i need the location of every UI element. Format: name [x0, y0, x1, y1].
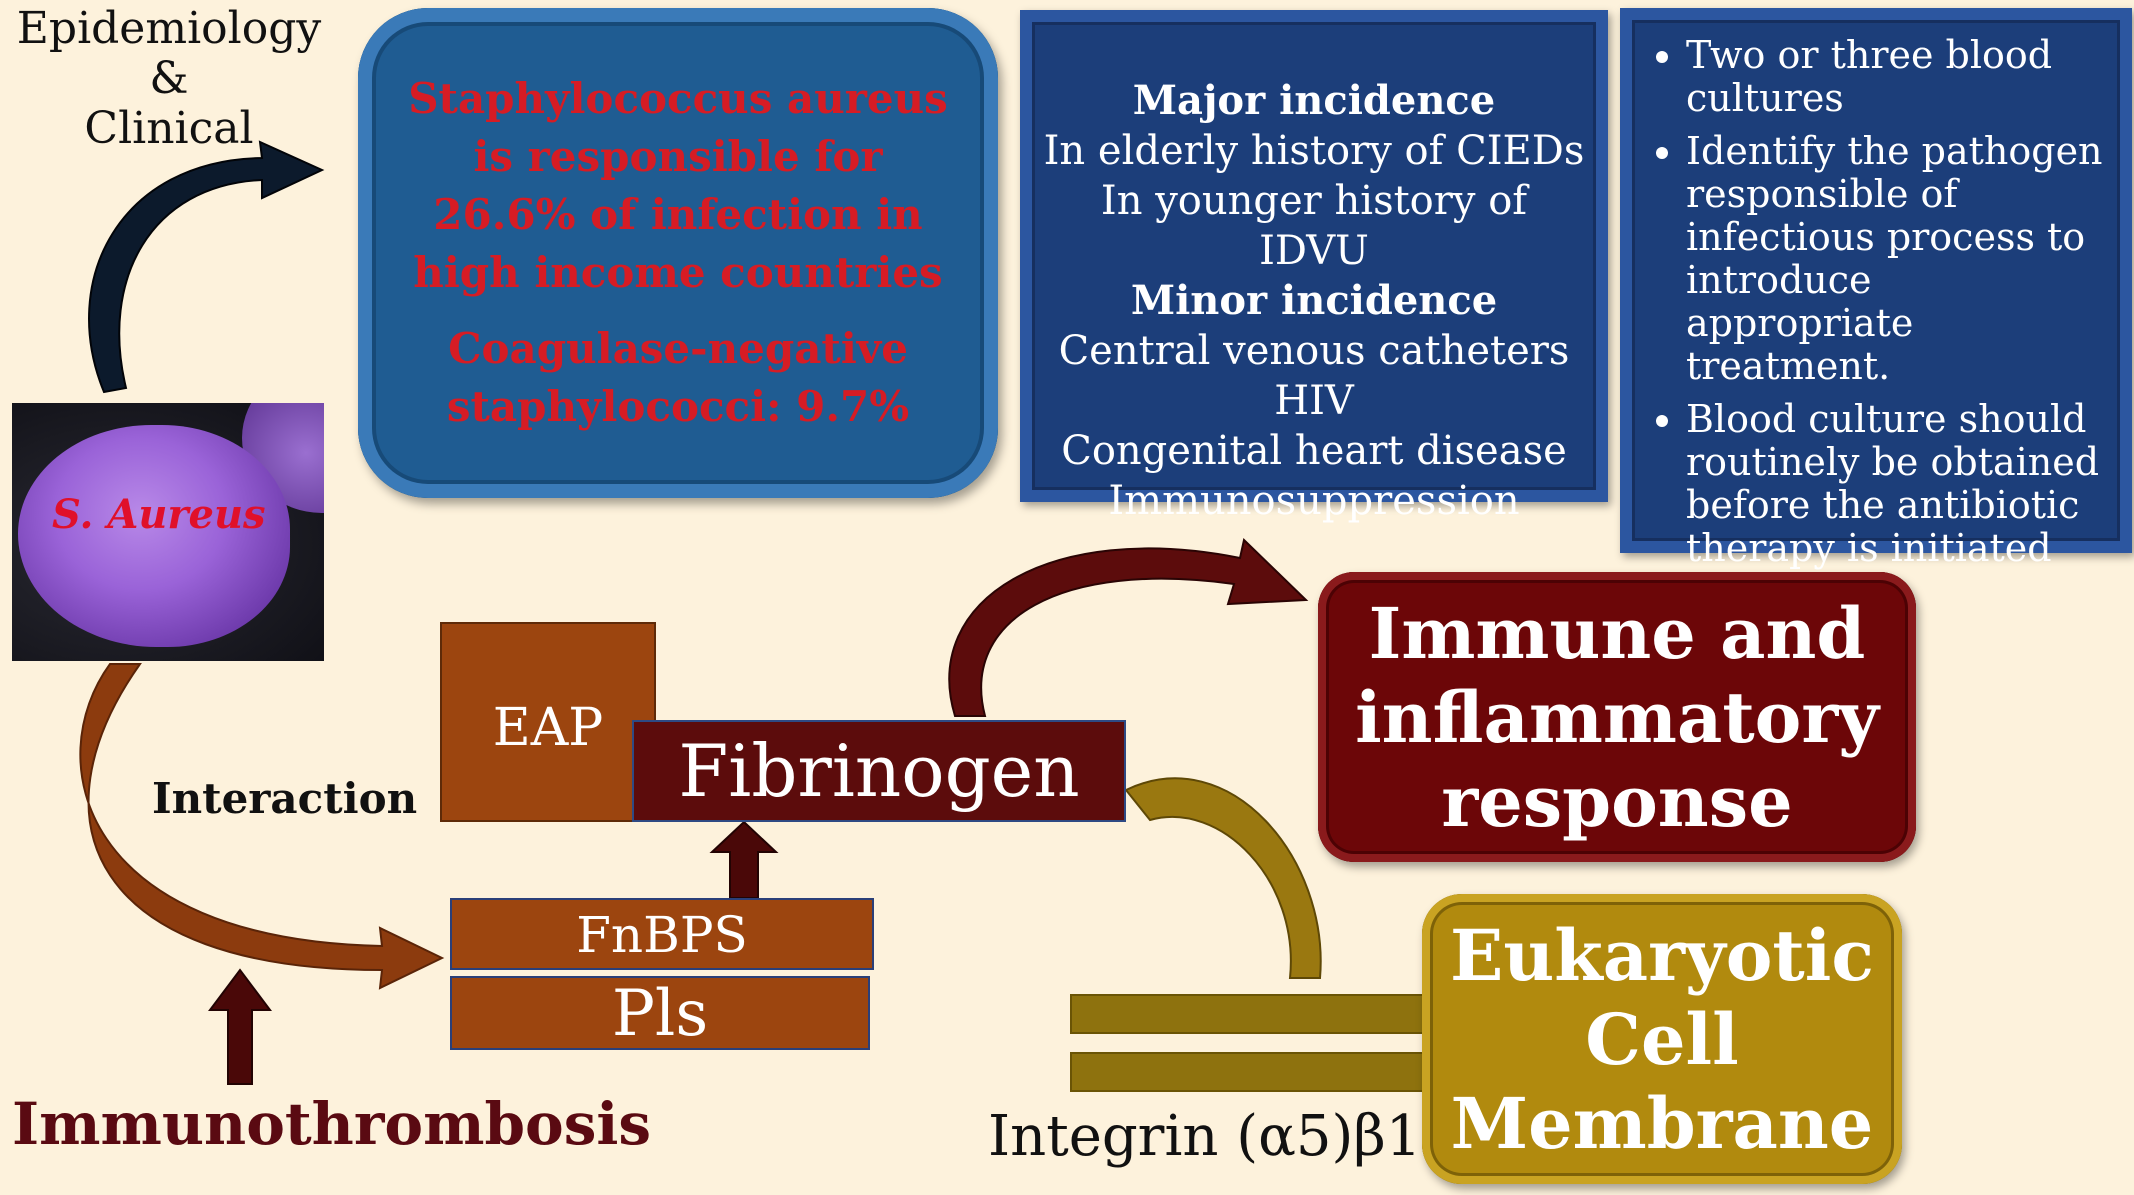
immune-response-line: inflammatory — [1355, 676, 1879, 759]
arrow-to-epidemiology — [88, 140, 325, 394]
bacterium-shape — [18, 425, 290, 647]
minor-incidence-heading: Minor incidence — [1130, 277, 1498, 324]
blood-cultures-bullet: Two or three blood cultures — [1686, 34, 2110, 120]
integrin-bar-upper — [1070, 994, 1442, 1034]
interaction-label: Interaction — [152, 774, 418, 823]
epidemiology-title-line1: Epidemiology & — [16, 3, 322, 104]
arrow-to-immune — [948, 538, 1309, 717]
s-aureus-image: S. Aureus — [12, 403, 324, 661]
immune-response-line: response — [1441, 760, 1793, 843]
epidemiology-title-line2: Clinical — [84, 103, 254, 154]
arrow-fnbps-up — [709, 820, 779, 899]
blood-cultures-bullet: Blood culture should routinely be obtain… — [1686, 398, 2110, 570]
staph-statistics-box: Staphylococcus aureus is responsible for… — [358, 8, 998, 498]
minor-incidence-item: Central venous catheters — [1058, 328, 1570, 374]
s-aureus-label: S. Aureus — [52, 491, 266, 538]
minor-incidence-item: HIV — [1274, 378, 1354, 424]
major-incidence-heading: Major incidence — [1132, 77, 1496, 124]
arrow-immunothrombosis-up — [208, 968, 272, 1085]
eukaryotic-membrane-box: Eukaryotic Cell Membrane — [1422, 894, 1902, 1184]
eukaryotic-membrane-line: Membrane — [1450, 1082, 1874, 1165]
blood-cultures-list: Two or three blood cultures Identify the… — [1620, 34, 2110, 570]
minor-incidence-item: Immunosuppression — [1108, 478, 1520, 524]
pls-box: Pls — [450, 976, 870, 1050]
major-incidence-item: In younger history of IDVU — [1100, 178, 1528, 274]
eukaryotic-membrane-line: Cell — [1585, 998, 1739, 1081]
arrow-interaction — [79, 663, 445, 990]
epidemiology-title: Epidemiology & Clinical — [4, 4, 334, 154]
immune-response-box: Immune and inflammatory response — [1318, 572, 1916, 862]
eukaryotic-membrane-line: Eukaryotic — [1450, 914, 1874, 997]
major-incidence-item: In elderly history of CIEDs — [1043, 128, 1585, 174]
fnbps-box: FnBPS — [450, 898, 874, 970]
minor-incidence-item: Congenital heart disease — [1061, 428, 1567, 474]
immune-response-line: Immune and — [1368, 592, 1866, 675]
blood-cultures-bullet: Identify the pathogen responsible of inf… — [1686, 130, 2110, 388]
eap-box: EAP — [440, 622, 656, 822]
fibrinogen-box: Fibrinogen — [632, 720, 1126, 822]
immunothrombosis-label: Immunothrombosis — [12, 1090, 652, 1158]
staph-aureus-statistic: Staphylococcus aureus is responsible for… — [408, 74, 948, 297]
integrin-bar-lower — [1070, 1052, 1442, 1092]
incidence-box: Major incidence In elderly history of CI… — [1020, 10, 1608, 524]
integrin-label: Integrin (α5)β1 — [988, 1104, 1422, 1169]
blood-cultures-box: Two or three blood cultures Identify the… — [1620, 8, 2132, 570]
arrow-fibrinogen-integrin — [1124, 777, 1322, 979]
coagulase-negative-statistic: Coagulase-negative staphylococci: 9.7% — [446, 324, 910, 431]
